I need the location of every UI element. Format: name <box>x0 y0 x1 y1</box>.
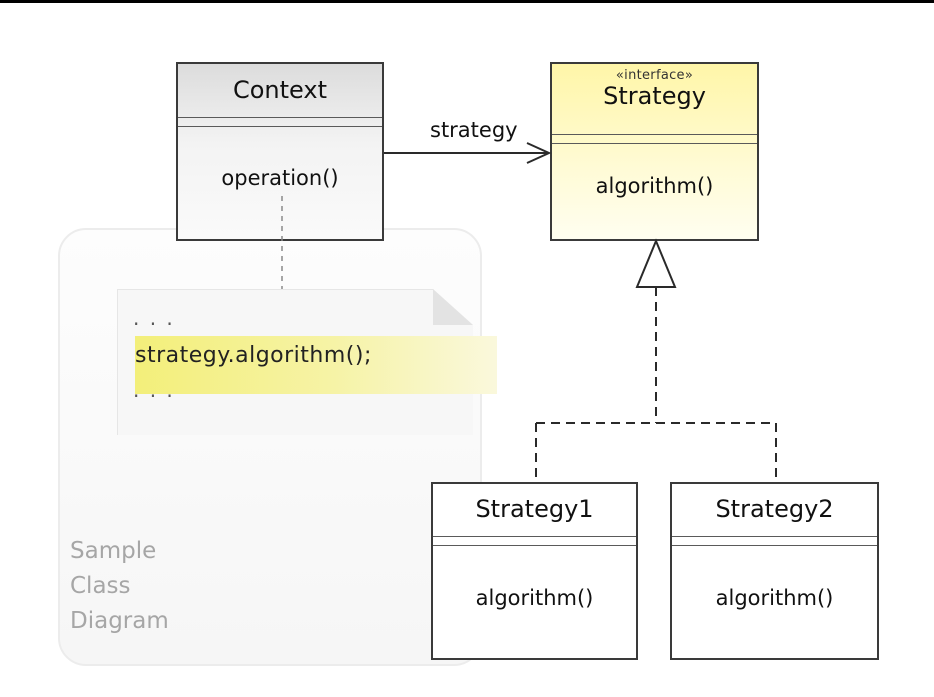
class-strategy2-operation: algorithm() <box>715 586 834 610</box>
class-strategy2-header: Strategy2 <box>672 484 877 523</box>
class-strategy1-separator-attributes-bottom <box>433 545 636 546</box>
class-strategy-name: Strategy <box>603 82 706 110</box>
class-strategy-separator-attributes-top <box>552 134 757 135</box>
class-strategy2-separator-attributes-bottom <box>672 545 877 546</box>
class-context-operation: operation() <box>221 166 339 190</box>
class-context-name: Context <box>232 76 328 104</box>
frame-label: Sample Class Diagram <box>70 538 169 634</box>
note-ellipsis-top: . . . <box>133 306 175 330</box>
class-strategy1-operation: algorithm() <box>475 586 594 610</box>
class-strategy-stereotype: «interface» <box>615 68 694 83</box>
top-border-line <box>0 0 934 3</box>
class-strategy1[interactable]: Strategy1 algorithm() <box>431 482 638 660</box>
class-context-separator-attributes-bottom <box>178 126 382 127</box>
class-context[interactable]: Context operation() <box>176 62 384 241</box>
association-arrowhead <box>526 142 552 164</box>
class-strategy2-separator-attributes-top <box>672 536 877 537</box>
class-strategy1-separator-attributes-top <box>433 536 636 537</box>
class-strategy-separator-attributes-bottom <box>552 143 757 144</box>
note-code-highlight <box>135 336 497 394</box>
class-strategy1-name: Strategy1 <box>475 495 594 523</box>
class-strategy2-name: Strategy2 <box>715 495 834 523</box>
note-code-text: strategy.algorithm(); <box>135 343 372 368</box>
class-context-header: Context <box>178 64 382 104</box>
class-strategy-interface[interactable]: «interface» Strategy algorithm() <box>550 62 759 241</box>
realization-arrowhead <box>635 238 677 288</box>
class-context-separator-attributes-top <box>178 117 382 118</box>
class-strategy1-header: Strategy1 <box>433 484 636 523</box>
note-ellipsis-bottom: . . . <box>133 378 175 402</box>
association-label: strategy <box>430 118 518 142</box>
class-strategy-header: «interface» Strategy <box>552 64 757 110</box>
class-strategy2[interactable]: Strategy2 algorithm() <box>670 482 879 660</box>
class-strategy-operation: algorithm() <box>595 174 714 198</box>
